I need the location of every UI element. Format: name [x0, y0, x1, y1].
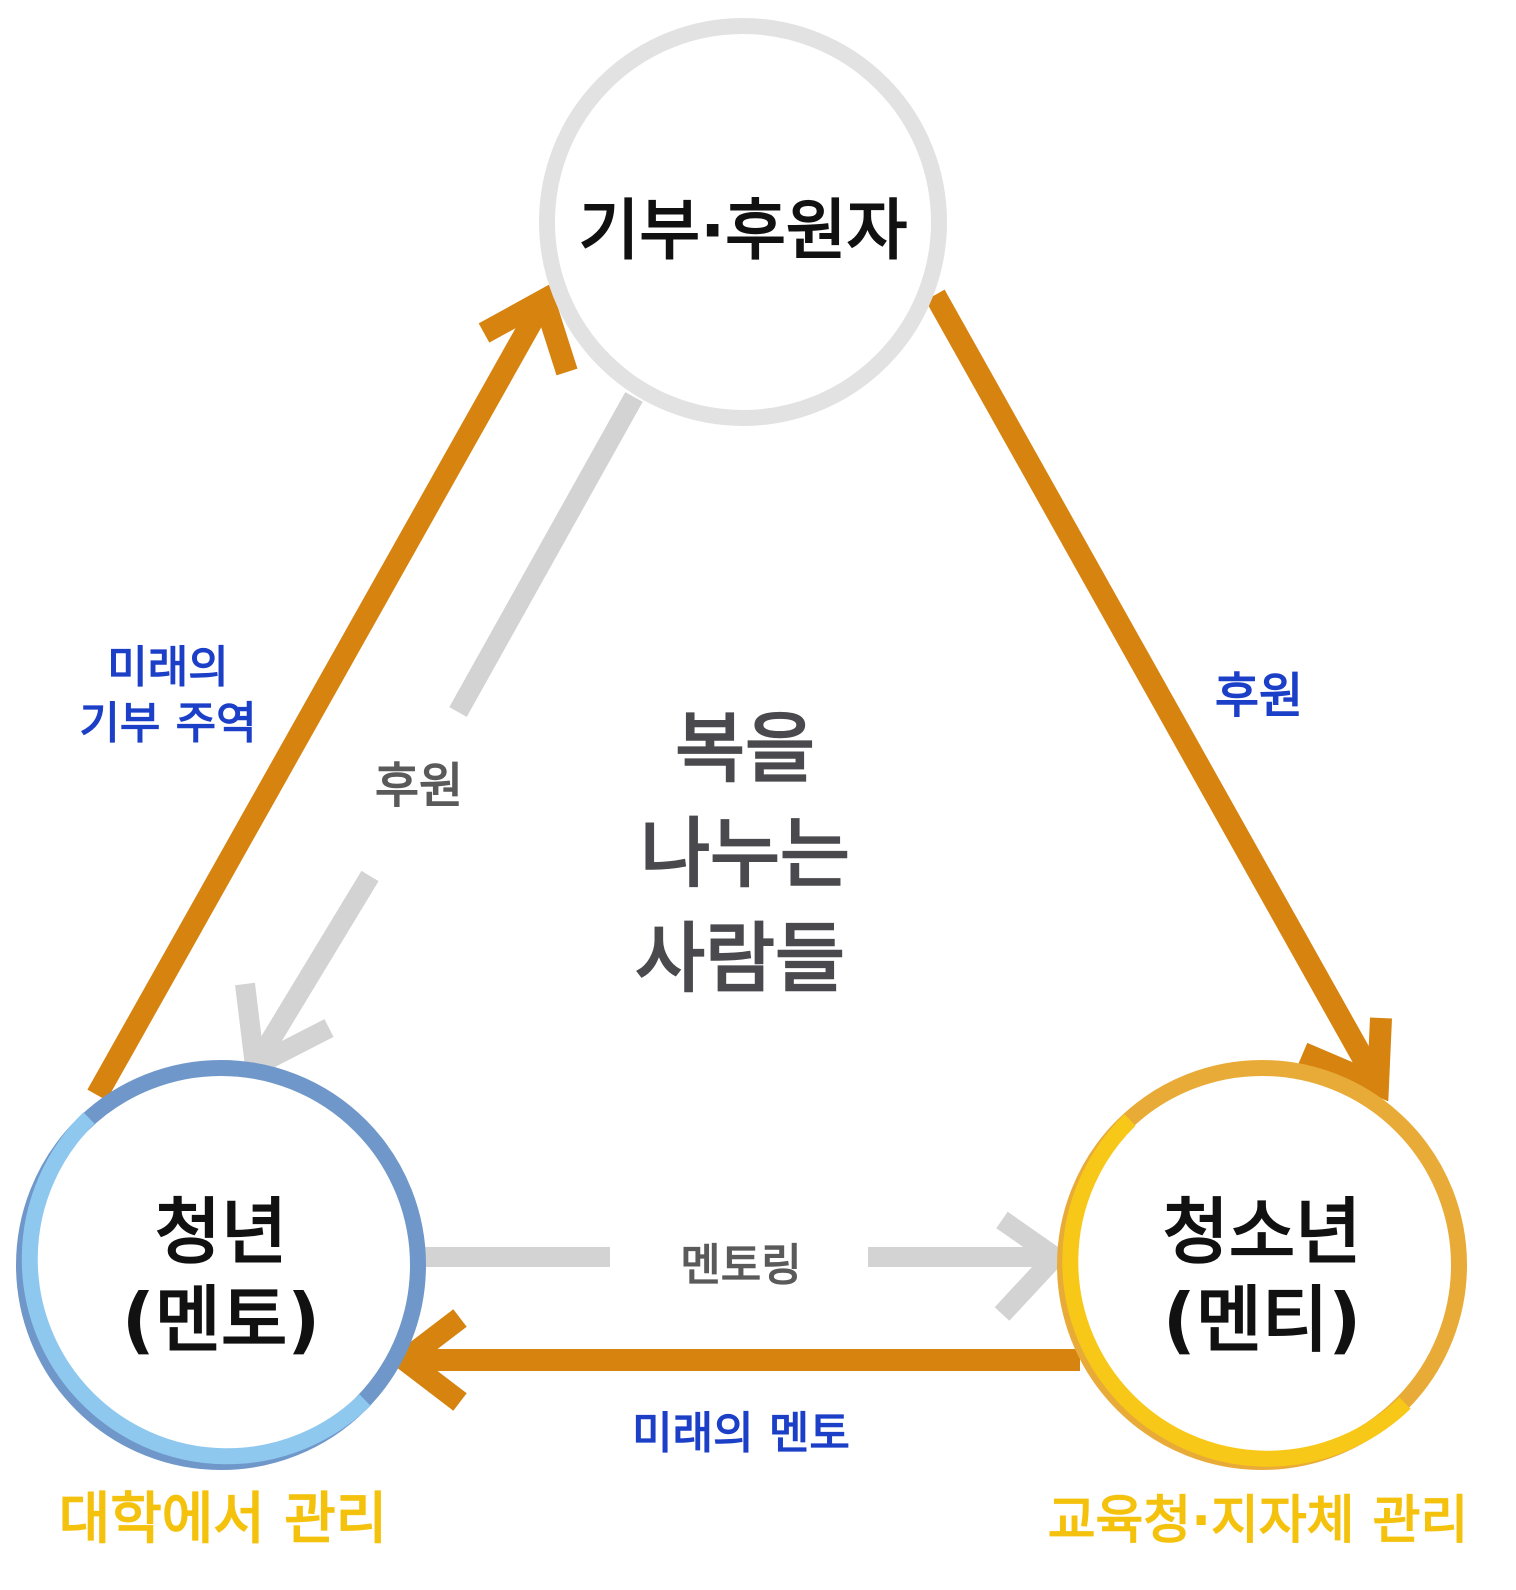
caption-education-office-managed: 교육청·지자체 관리: [1048, 1491, 1469, 1551]
caption-university-managed: 대학에서 관리: [59, 1487, 388, 1552]
center-title: 복을 나누는 사람들: [635, 704, 850, 1003]
label-donor-support-right: 후원: [1215, 668, 1303, 724]
center-title-line3: 사람들: [635, 914, 845, 1003]
center-title-line1: 복을: [675, 704, 815, 793]
label-mentoring: 멘토링: [680, 1240, 801, 1291]
teen-label-line1: 청소년: [1163, 1190, 1362, 1274]
donor-label: 기부·후원자: [579, 192, 908, 269]
label-future-donor-line1: 미래의: [107, 642, 228, 693]
node-youth-mentor: 청년 (멘토): [16, 1060, 426, 1470]
node-donor: 기부·후원자: [539, 18, 947, 426]
arrow-youth-to-teen: [425, 1211, 1071, 1321]
label-future-mentor: 미래의 멘토: [632, 1408, 850, 1459]
arrow-teen-to-youth: [386, 1309, 1080, 1411]
label-donor-support-inner: 후원: [375, 758, 463, 814]
arrow-donor-to-teen: [925, 289, 1392, 1102]
label-future-donor-line2: 기부 주역: [79, 698, 256, 749]
arrow-youth-to-donor: [87, 283, 578, 1101]
youth-label-line1: 청년: [155, 1190, 287, 1274]
center-title-line2: 나누는: [640, 809, 850, 898]
node-teen-mentee: 청소년 (멘티): [1057, 1060, 1467, 1470]
teen-label-line2: (멘티): [1163, 1278, 1361, 1362]
youth-label-line2: (멘토): [122, 1278, 320, 1362]
